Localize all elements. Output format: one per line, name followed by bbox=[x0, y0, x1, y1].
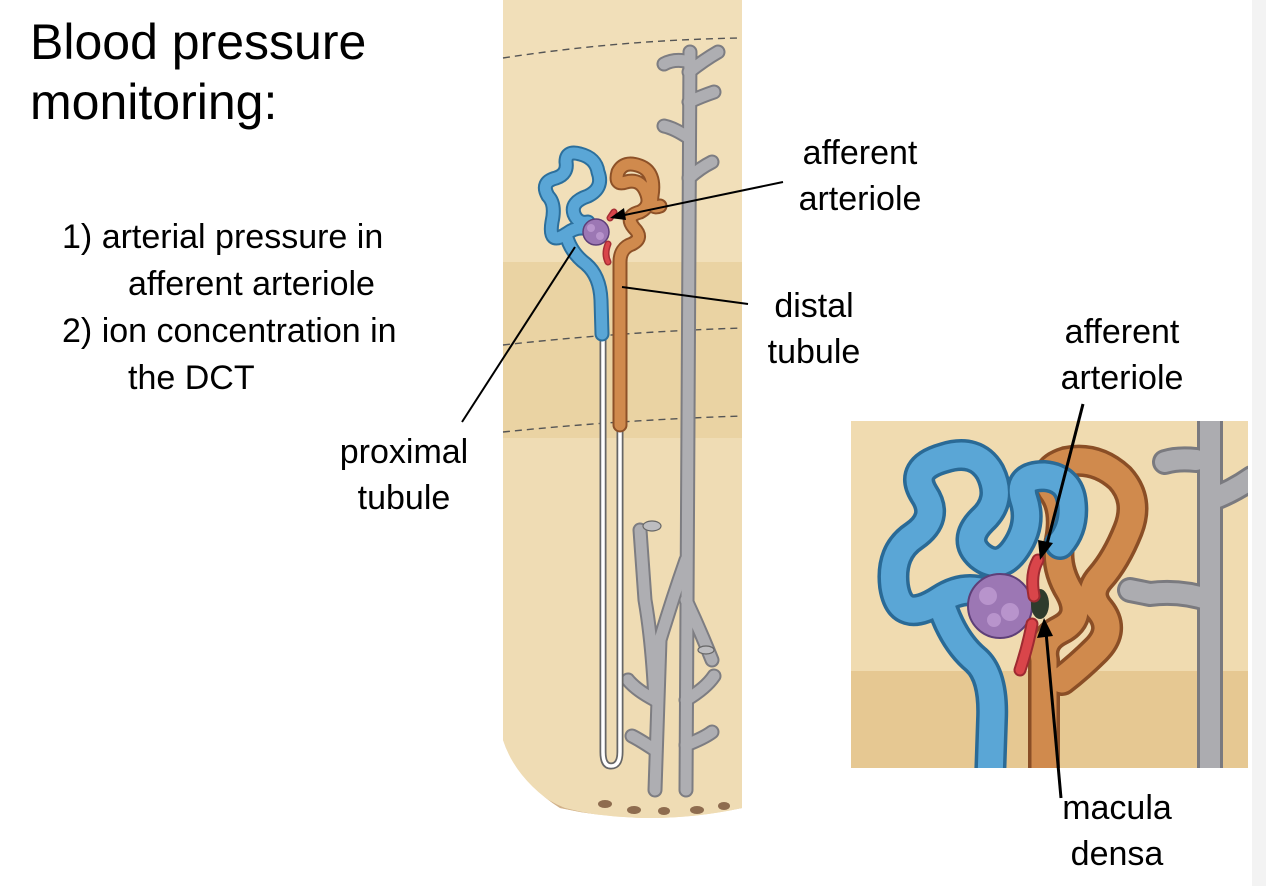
collecting-duct bbox=[620, 44, 726, 798]
list-item-1: 1) arterial pressure in bbox=[62, 214, 397, 261]
zone-boundaries bbox=[502, 37, 743, 433]
title-line-2: monitoring: bbox=[30, 74, 278, 130]
list-item-2-continued: the DCT bbox=[128, 359, 255, 397]
inset-leader-lines bbox=[1044, 403, 1085, 799]
list-item-2-number: 2) bbox=[62, 312, 93, 350]
loop-of-henle bbox=[599, 326, 624, 770]
label-distal-tubule: distal tubule bbox=[767, 287, 861, 371]
list-item-1-number: 1) bbox=[62, 218, 93, 256]
distal-tubule bbox=[609, 156, 668, 433]
inset-afferent-arrowhead bbox=[1038, 540, 1053, 560]
list-item-1-text: arterial pressure in bbox=[101, 218, 384, 256]
slide-title: Blood pressure monitoring: bbox=[30, 12, 366, 132]
label-afferent-arteriole: afferent arteriole bbox=[798, 134, 922, 218]
kidney-section bbox=[461, 0, 784, 818]
glomerulus bbox=[582, 218, 610, 246]
proximal-tubule bbox=[537, 145, 610, 342]
papilla-edge bbox=[503, 742, 742, 818]
inset-closeup bbox=[851, 403, 1248, 799]
macula-densa-arrowhead bbox=[1037, 618, 1053, 638]
monitoring-list: 1) arterial pressure in afferent arterio… bbox=[62, 214, 397, 402]
list-item-1-continued: afferent arteriole bbox=[128, 265, 375, 303]
list-item-2-text: ion concentration in bbox=[101, 312, 397, 350]
list-item-2: 2) ion concentration in bbox=[62, 308, 397, 355]
label-inset-afferent-arteriole: afferent arteriole bbox=[1060, 313, 1184, 397]
label-proximal-tubule: proximal tubule bbox=[339, 433, 469, 517]
leader-lines bbox=[461, 181, 784, 423]
label-macula-densa: macula densa bbox=[1062, 789, 1172, 873]
slide-edge-strip bbox=[1252, 0, 1266, 886]
arterioles bbox=[602, 208, 618, 266]
afferent-arrowhead bbox=[610, 208, 626, 220]
papilla-openings bbox=[598, 800, 730, 815]
title-line-1: Blood pressure bbox=[30, 14, 367, 70]
